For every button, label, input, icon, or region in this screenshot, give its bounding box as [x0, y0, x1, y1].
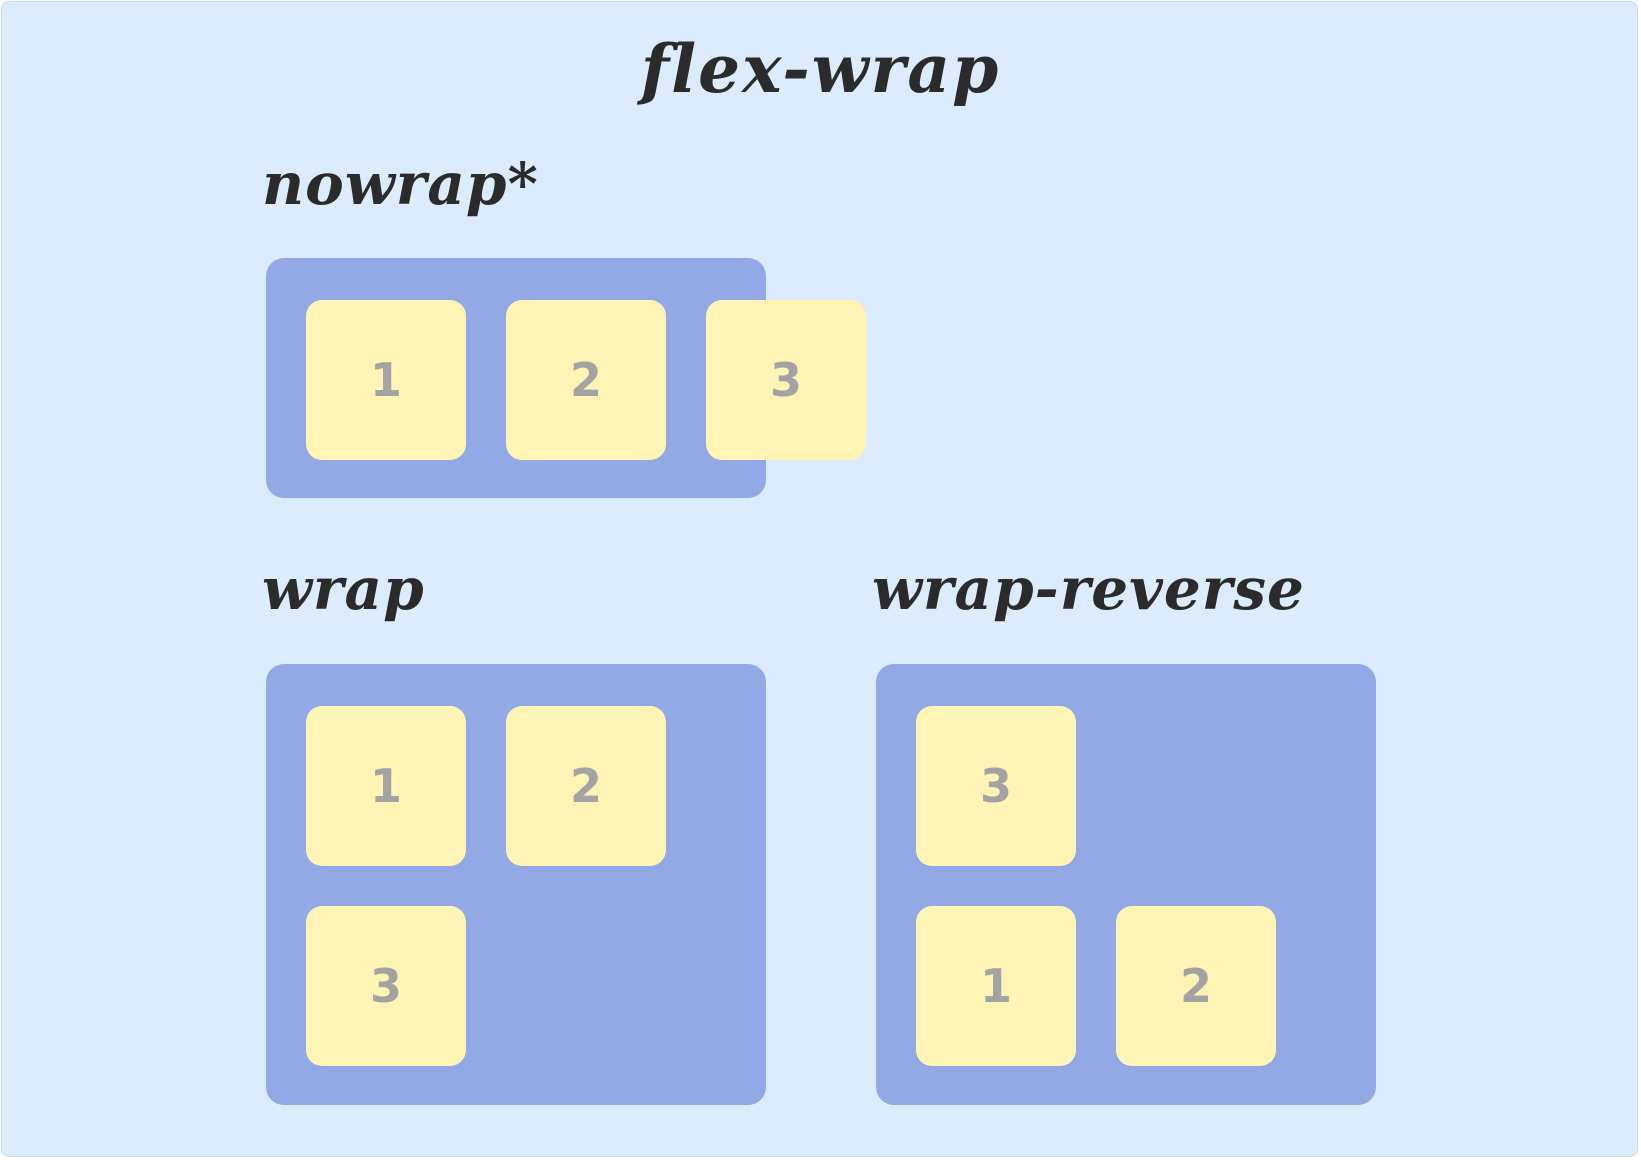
- wrap-item-2: 2: [506, 706, 666, 866]
- nowrap-item-2: 2: [506, 300, 666, 460]
- diagram-title: flex-wrap: [640, 30, 1001, 108]
- wrap-item-3: 3: [306, 906, 466, 1066]
- wrap-reverse-item-3: 3: [916, 706, 1076, 866]
- nowrap-item-1: 1: [306, 300, 466, 460]
- wrap-reverse-label: wrap-reverse: [872, 555, 1305, 623]
- wrap-reverse-item-1: 1: [916, 906, 1076, 1066]
- wrap-reverse-item-2: 2: [1116, 906, 1276, 1066]
- nowrap-label: nowrap*: [262, 150, 539, 218]
- wrap-label: wrap: [262, 555, 425, 623]
- wrap-item-1: 1: [306, 706, 466, 866]
- nowrap-item-3: 3: [706, 300, 866, 460]
